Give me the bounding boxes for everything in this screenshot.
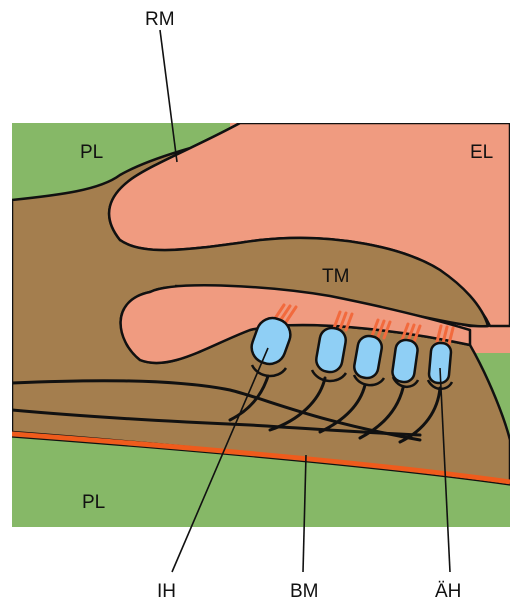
frame-left [0,0,12,601]
label-bm: BM [290,581,319,601]
frame-bottom [0,527,510,601]
label-pl-upper: PL [80,142,103,163]
label-ah: ÄH [435,581,461,601]
label-rm: RM [145,9,175,30]
label-ih: IH [157,581,176,601]
label-pl-lower: PL [82,492,105,513]
label-tm: TM [322,266,349,287]
frame-top [0,0,510,123]
outer-hair-cell-3 [391,339,419,384]
label-el: EL [470,142,493,163]
